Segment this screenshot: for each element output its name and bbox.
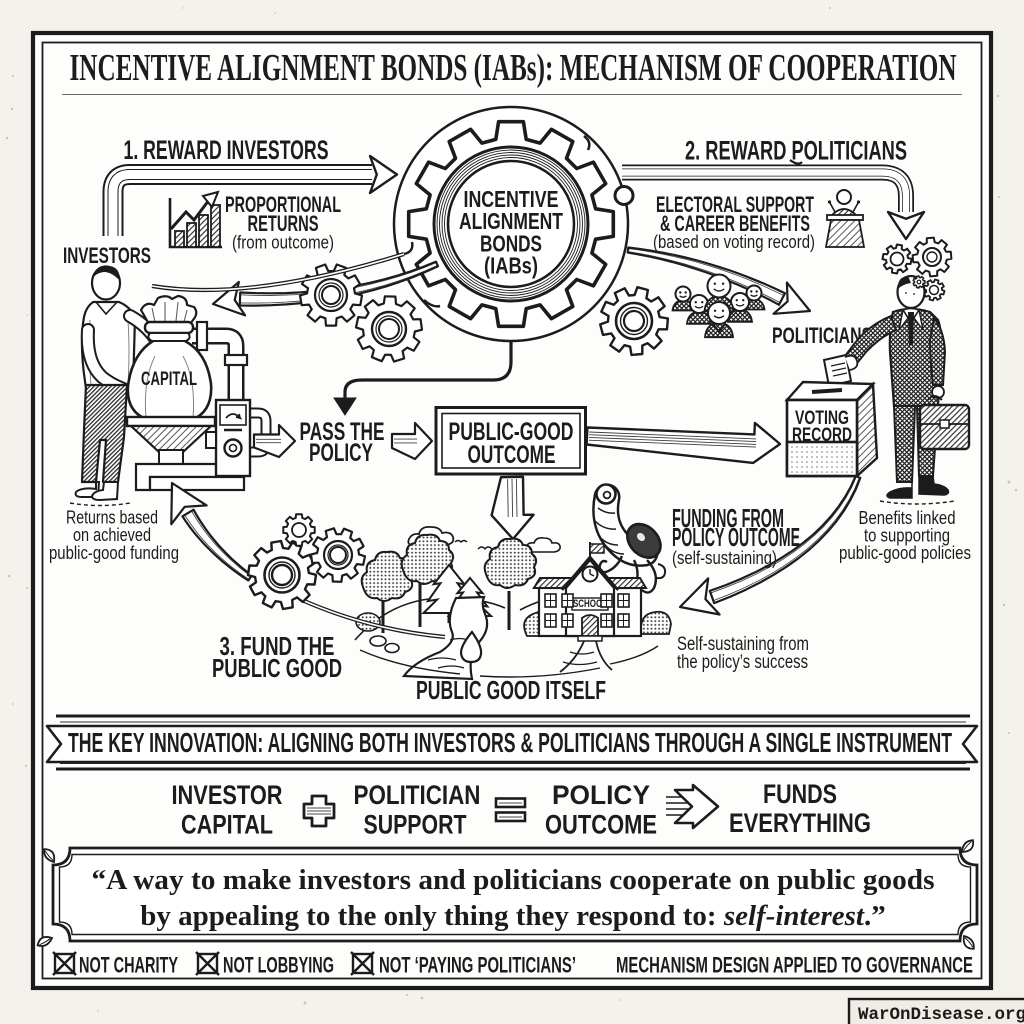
svg-text:FUNDING FROM: FUNDING FROM	[672, 503, 784, 533]
svg-text:POLICY OUTCOME: POLICY OUTCOME	[672, 522, 800, 552]
svg-text:EVERYTHING: EVERYTHING	[729, 808, 871, 838]
svg-text:OUTCOME: OUTCOME	[545, 810, 657, 840]
svg-text:MECHANISM DESIGN APPLIED TO GO: MECHANISM DESIGN APPLIED TO GOVERNANCE	[616, 953, 973, 978]
svg-text:(self-sustaining): (self-sustaining)	[672, 548, 777, 568]
svg-text:INVESTORS: INVESTORS	[63, 243, 151, 268]
svg-text:SUPPORT: SUPPORT	[364, 810, 467, 840]
svg-text:“A way to make investors and p: “A way to make investors and politicians…	[92, 864, 935, 896]
svg-text:PROPORTIONAL: PROPORTIONAL	[225, 192, 341, 217]
svg-text:BONDS: BONDS	[480, 231, 542, 257]
svg-text:INCENTIVE ALIGNMENT BONDS (IAB: INCENTIVE ALIGNMENT BONDS (IABs): MECHAN…	[70, 47, 957, 89]
svg-text:PUBLIC-GOOD: PUBLIC-GOOD	[449, 418, 574, 446]
svg-text:1. REWARD INVESTORS: 1. REWARD INVESTORS	[124, 135, 329, 165]
svg-text:on achieved: on achieved	[73, 525, 151, 545]
svg-text:(IABs): (IABs)	[484, 253, 538, 279]
svg-text:CAPITAL: CAPITAL	[141, 369, 197, 390]
svg-text:(based on voting record): (based on voting record)	[653, 232, 815, 252]
svg-text:NOT LOBBYING: NOT LOBBYING	[223, 953, 334, 978]
svg-text:PUBLIC GOOD: PUBLIC GOOD	[212, 653, 342, 683]
svg-text:Self-sustaining from: Self-sustaining from	[677, 634, 809, 655]
svg-text:by appealing to the only thing: by appealing to the only thing they resp…	[140, 900, 886, 932]
svg-text:CAPITAL: CAPITAL	[181, 810, 273, 840]
svg-text:2. REWARD POLITICIANS: 2. REWARD POLITICIANS	[685, 136, 907, 166]
svg-text:WarOnDisease.org: WarOnDisease.org	[858, 1005, 1024, 1024]
svg-text:ALIGNMENT: ALIGNMENT	[459, 208, 563, 234]
svg-text:public-good policies: public-good policies	[839, 543, 971, 563]
svg-text:INVESTOR: INVESTOR	[172, 780, 283, 810]
svg-text:(from outcome): (from outcome)	[232, 233, 334, 253]
svg-text:SCHOOL: SCHOOL	[573, 598, 607, 610]
svg-text:NOT ‘PAYING POLITICIANS’: NOT ‘PAYING POLITICIANS’	[379, 953, 576, 978]
svg-text:POLITICIAN: POLITICIAN	[354, 780, 481, 810]
svg-text:Returns based: Returns based	[66, 508, 158, 528]
svg-text:PUBLIC GOOD ITSELF: PUBLIC GOOD ITSELF	[416, 675, 606, 705]
svg-text:& CAREER BENEFITS: & CAREER BENEFITS	[660, 211, 810, 236]
svg-text:THE KEY INNOVATION: ALIGNING B: THE KEY INNOVATION: ALIGNING BOTH INVEST…	[68, 727, 952, 758]
svg-text:the policy’s success: the policy’s success	[677, 652, 808, 673]
svg-text:3. FUND THE: 3. FUND THE	[220, 631, 335, 661]
svg-text:VOTING: VOTING	[795, 408, 849, 429]
svg-text:Benefits linked: Benefits linked	[859, 508, 956, 528]
svg-text:POLICY: POLICY	[552, 780, 650, 810]
svg-text:INCENTIVE: INCENTIVE	[464, 186, 559, 212]
svg-text:RECORD: RECORD	[792, 425, 852, 446]
svg-text:RETURNS: RETURNS	[248, 211, 319, 236]
svg-text:NOT CHARITY: NOT CHARITY	[79, 953, 178, 978]
svg-text:FUNDS: FUNDS	[763, 779, 837, 809]
svg-text:OUTCOME: OUTCOME	[468, 441, 556, 469]
svg-text:to supporting: to supporting	[864, 526, 950, 546]
svg-text:ELECTORAL SUPPORT: ELECTORAL SUPPORT	[656, 192, 814, 217]
svg-text:PASS THE: PASS THE	[300, 418, 385, 446]
svg-text:public-good funding: public-good funding	[49, 543, 179, 563]
svg-text:POLICY: POLICY	[309, 439, 373, 467]
